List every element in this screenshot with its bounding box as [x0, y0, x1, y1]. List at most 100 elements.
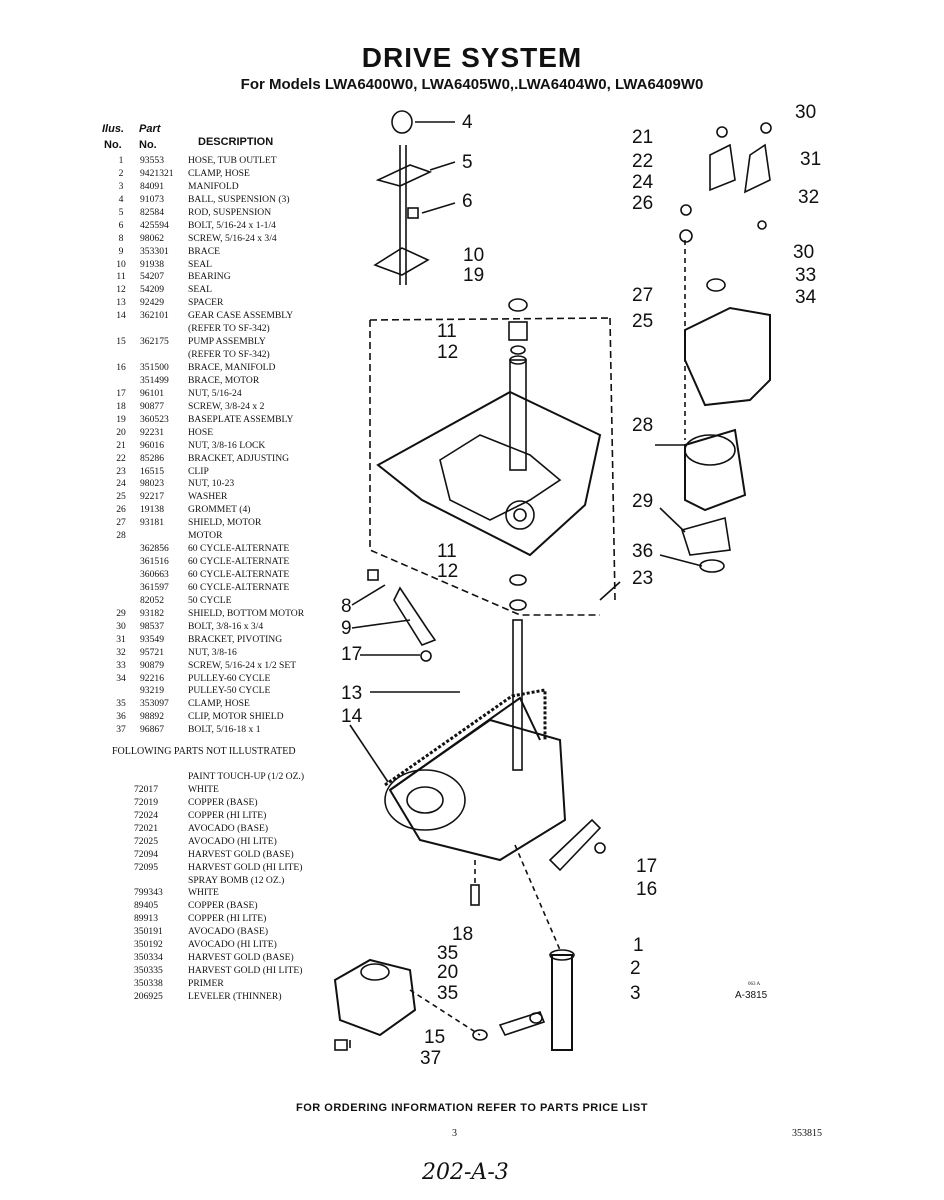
part-description: PRIMER: [188, 978, 224, 989]
part-description: SCREW, 3/8-24 x 2: [188, 400, 265, 412]
part-number: 93549: [140, 633, 164, 645]
part-description: PULLEY-50 CYCLE: [188, 685, 271, 697]
callout-23: 23: [632, 568, 654, 589]
callout-26: 26: [632, 193, 654, 214]
part-description: BOLT, 5/16-18 x 1: [188, 724, 261, 736]
part-number: 353097: [140, 698, 169, 710]
part-number: 19138: [140, 504, 164, 516]
ilus-number: 33: [116, 659, 126, 671]
callout-2: 2: [630, 958, 641, 979]
part-description: AVOCADO (BASE): [188, 822, 269, 834]
handwritten-note: 202-A-3: [422, 1160, 509, 1185]
part-description: CLAMP, HOSE: [188, 167, 250, 179]
ilus-number: 29: [116, 607, 126, 619]
part-description: BOLT, 3/8-16 x 3/4: [188, 620, 264, 632]
part-number: 351499: [140, 374, 169, 386]
part-number: 96016: [140, 439, 164, 451]
part-description: WASHER: [188, 491, 228, 503]
part-number: 353301: [140, 245, 169, 257]
part-number: 89405: [134, 900, 158, 912]
callout-18: 18: [452, 924, 474, 945]
ordering-info-footer: FOR ORDERING INFORMATION REFER TO PARTS …: [296, 1102, 648, 1114]
not-illustrated-heading: FOLLOWING PARTS NOT ILLUSTRATED: [112, 746, 296, 757]
callout-11-top: 11: [437, 321, 457, 342]
part-number: 350192: [134, 939, 163, 951]
part-description: SPRAY BOMB (12 OZ.): [188, 874, 285, 886]
ilus-number: 37: [116, 724, 126, 736]
parts-row: (REFER TO SF-342): [112, 349, 352, 362]
callout-3: 3: [630, 983, 641, 1004]
part-number: 90877: [140, 400, 164, 412]
part-description: COPPER (BASE): [188, 900, 258, 912]
part-number: 95721: [140, 646, 164, 658]
ilus-number: 23: [116, 465, 126, 477]
part-description: AVOCADO (BASE): [188, 926, 269, 938]
part-number: 362175: [140, 336, 169, 348]
ilus-number: 15: [116, 336, 126, 348]
ilus-number: 26: [116, 504, 126, 516]
part-description: AVOCADO (HI LITE): [188, 835, 277, 847]
callout-37: 37: [420, 1048, 442, 1069]
part-description: MANIFOLD: [188, 180, 239, 192]
ilus-number: 9: [118, 245, 124, 257]
callout-12-top: 12: [437, 342, 459, 363]
col-description: DESCRIPTION: [198, 136, 274, 148]
parts-row: 35 353097 CLAMP, HOSE: [112, 698, 352, 711]
part-number: 93219: [140, 685, 164, 697]
part-description: SEAL: [188, 258, 212, 270]
ilus-number: 5: [118, 206, 124, 218]
part-number: 93181: [140, 517, 164, 529]
part-description: SPACER: [188, 297, 224, 309]
part-description: BRACE, MOTOR: [188, 374, 260, 386]
callout-13: 13: [341, 683, 363, 704]
paint-row: 89405 COPPER (BASE): [112, 900, 352, 913]
part-description: HOSE: [188, 426, 214, 438]
models-subtitle: For Models LWA6400W0, LWA6405W0,.LWA6404…: [240, 76, 704, 93]
part-number: 72019: [134, 796, 158, 808]
part-description: MOTOR: [188, 530, 223, 542]
parts-row: 15 362175 PUMP ASSEMBLY: [112, 336, 352, 349]
callout-5: 5: [462, 152, 473, 173]
part-description: (REFER TO SF-342): [188, 349, 270, 361]
parts-row: 93219 PULLEY-50 CYCLE: [112, 685, 352, 698]
callout-31: 31: [800, 149, 822, 170]
callout-30-lower: 30: [793, 242, 815, 263]
callout-24: 24: [632, 172, 654, 193]
ilus-number: 4: [118, 193, 124, 205]
part-description: PUMP ASSEMBLY: [188, 336, 266, 348]
ilus-number: 35: [116, 698, 126, 710]
part-description: NUT, 5/16-24: [188, 387, 242, 399]
parts-row: (REFER TO SF-342): [112, 323, 352, 336]
ilus-number: 16: [116, 362, 126, 373]
part-description: WHITE: [188, 783, 219, 795]
part-description: SCREW, 5/16-24 x 1/2 SET: [188, 659, 297, 671]
col-part-label: Part: [139, 123, 161, 135]
part-description: CLAMP, HOSE: [188, 698, 250, 710]
callout-12-bottom: 12: [437, 561, 459, 582]
ilus-number: 30: [116, 620, 126, 632]
part-description: HARVEST GOLD (HI LITE): [188, 861, 303, 873]
callout-29: 29: [632, 491, 654, 512]
part-number: 16515: [140, 465, 164, 477]
callout-10: 10: [463, 245, 485, 266]
